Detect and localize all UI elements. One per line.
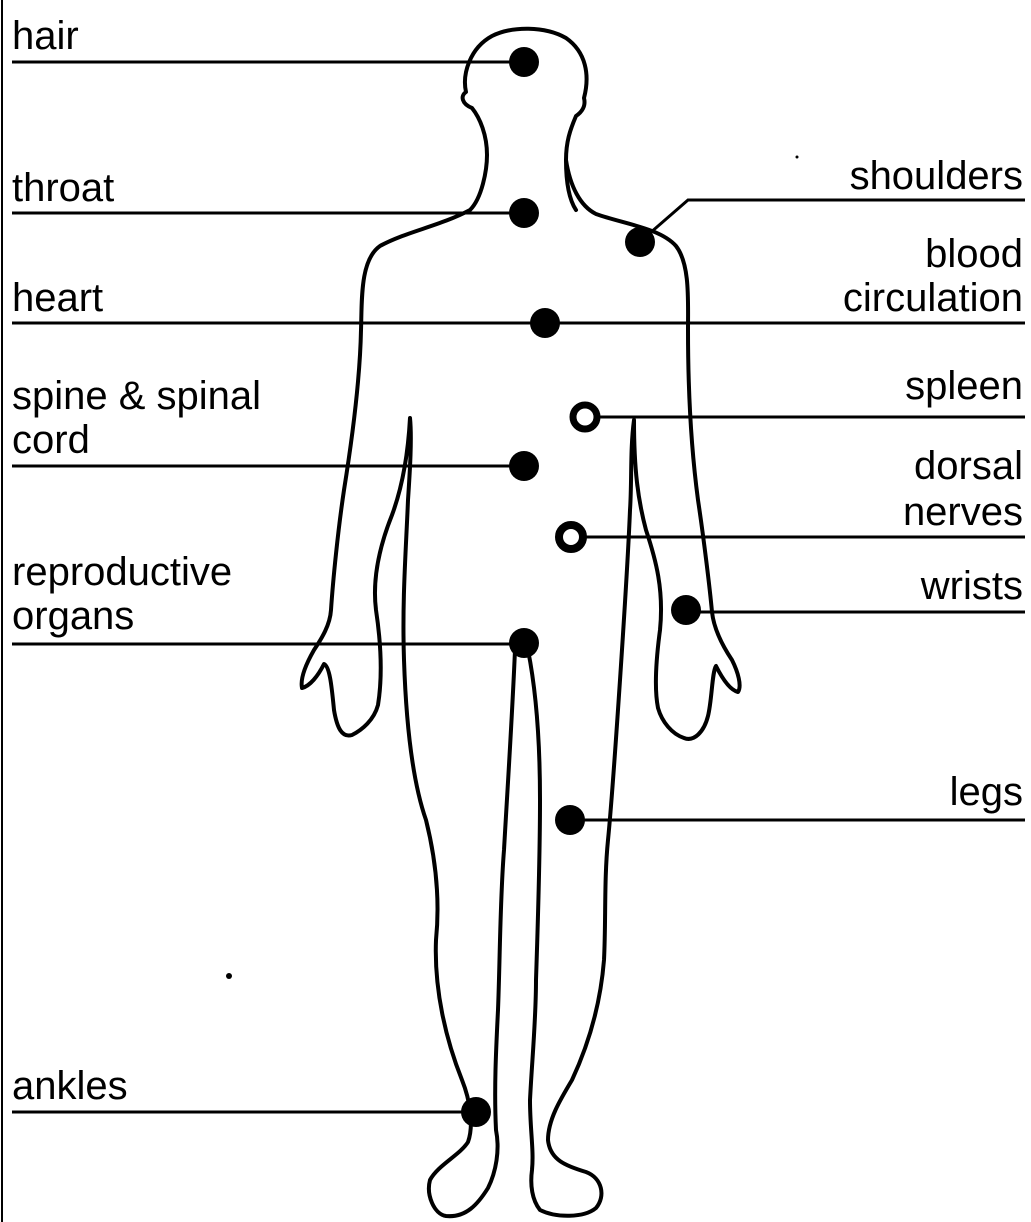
blood-label-line1: blood — [925, 232, 1023, 276]
hair-marker — [509, 47, 539, 77]
throat-label: throat — [12, 166, 114, 210]
shoulders-marker — [625, 227, 655, 257]
ankles-marker — [461, 1097, 491, 1127]
dorsal-label-line2: nerves — [903, 490, 1023, 534]
wrists-marker — [671, 595, 701, 625]
spine-label-line2: cord — [12, 418, 90, 462]
dorsal-nerves-marker — [559, 525, 583, 549]
reproductive-label-line2: organs — [12, 594, 134, 638]
markers — [461, 47, 701, 1127]
heart-marker — [530, 308, 560, 338]
right-arm-outline — [528, 160, 740, 1216]
scan-speck — [796, 156, 799, 159]
blood-label-line2: circulation — [843, 276, 1023, 320]
spine-label-line1: spine & spinal — [12, 374, 261, 418]
throat-marker — [509, 198, 539, 228]
ankles-label: ankles — [12, 1064, 128, 1108]
reproductive-marker — [509, 628, 539, 658]
legs-label: legs — [950, 770, 1023, 814]
scan-speck — [226, 973, 232, 979]
spleen-label: spleen — [905, 364, 1023, 408]
heart-label: heart — [12, 276, 103, 320]
reproductive-label-line1: reproductive — [12, 550, 232, 594]
shoulders-label: shoulders — [850, 154, 1023, 198]
left-arm-outline — [302, 155, 515, 1216]
legs-marker — [555, 805, 585, 835]
spine-marker — [509, 451, 539, 481]
spleen-marker — [573, 405, 597, 429]
wrists-label: wrists — [921, 564, 1023, 608]
hair-label: hair — [12, 14, 79, 58]
dorsal-label-line1: dorsal — [914, 444, 1023, 488]
